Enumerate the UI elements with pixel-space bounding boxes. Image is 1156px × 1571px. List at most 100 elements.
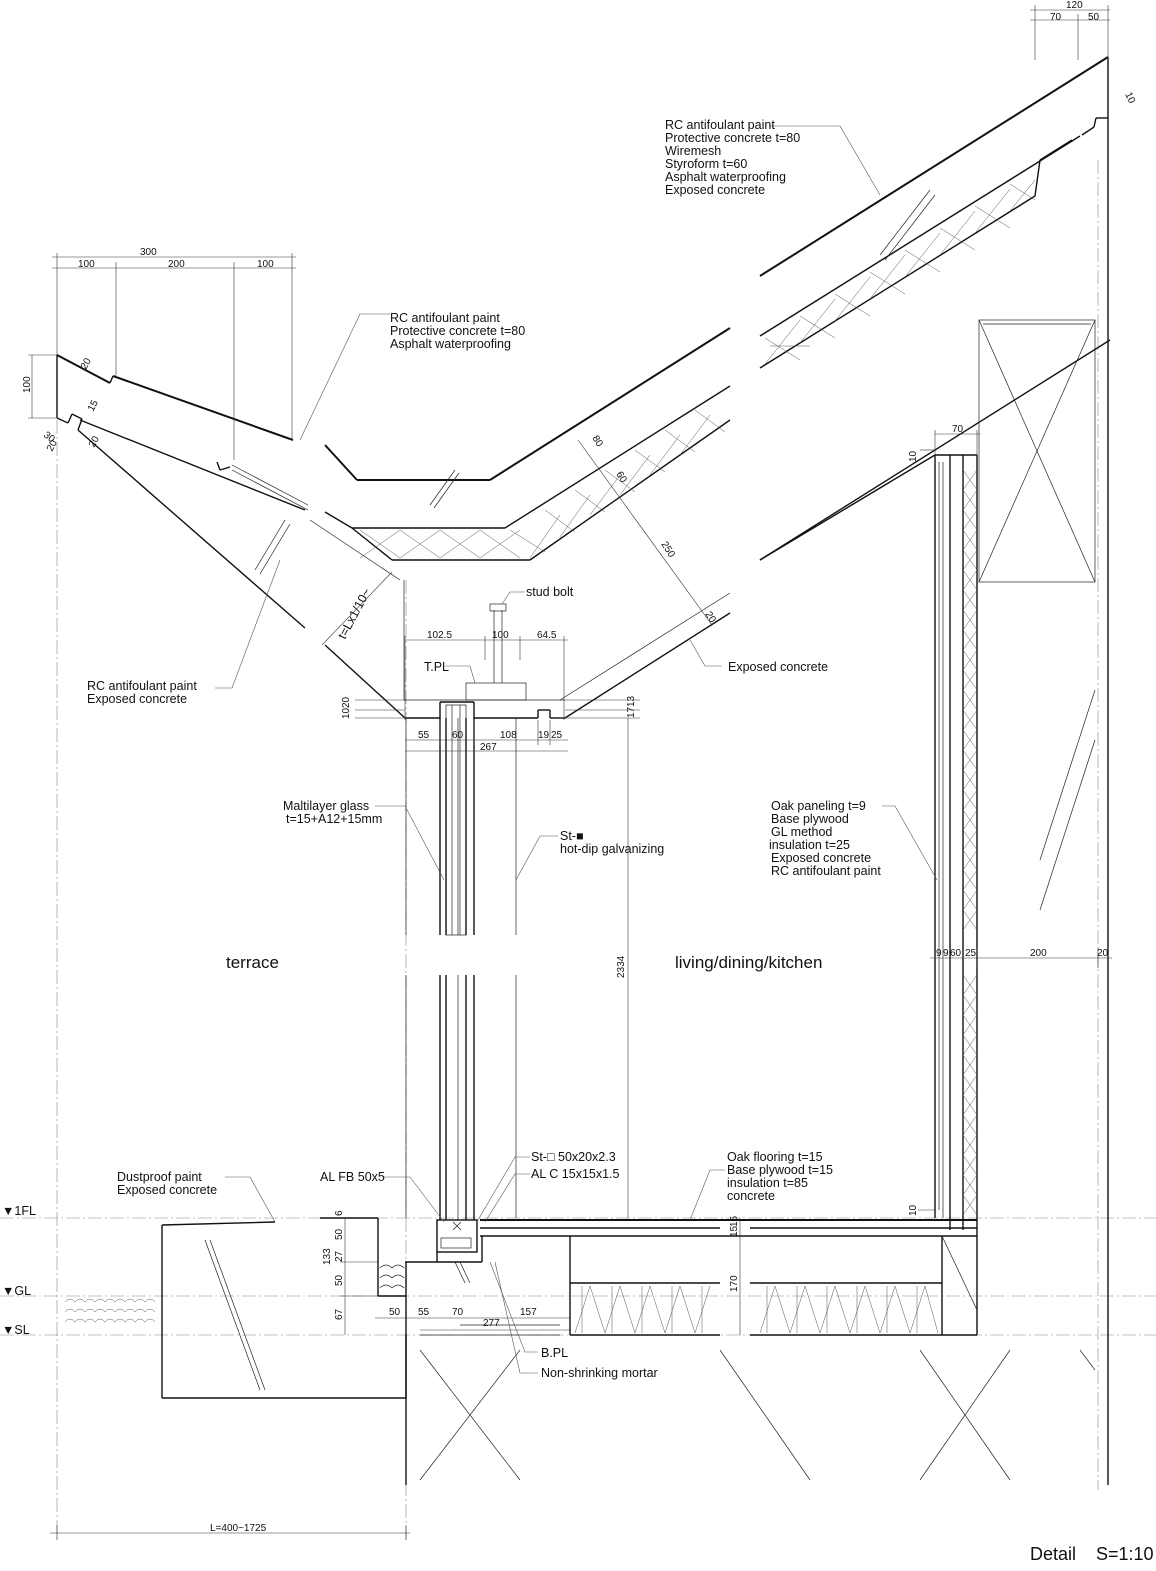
dim-text: 15	[729, 1225, 740, 1237]
wall-spec-line: GL method	[771, 825, 832, 839]
dim-text: 20	[87, 434, 102, 449]
mortar-label: Non-shrinking mortar	[541, 1366, 658, 1380]
dim-text: 157	[520, 1307, 537, 1318]
wall-spec-line: Oak paneling t=9	[771, 799, 866, 813]
room-label-living: living/dining/kitchen	[675, 953, 822, 972]
dim-text: 100	[257, 259, 274, 270]
terrace-step	[64, 1217, 407, 1399]
dim-text: 10	[908, 1204, 919, 1216]
bpl-label: B.PL	[541, 1346, 568, 1360]
floor-spec-line: Oak flooring t=15	[727, 1150, 823, 1164]
floor-spec-line: Base plywood t=15	[727, 1163, 833, 1177]
dimension-text: 120 70 50 10 300 100 200 100 100 20 15 3…	[22, 0, 1137, 1329]
steel-column-spec-line: St-■	[560, 829, 584, 843]
dim-text: 10	[908, 450, 919, 462]
wall-spec-line: RC antifoulant paint	[771, 864, 881, 878]
steel-column-spec-line: hot-dip galvanizing	[560, 842, 664, 856]
dim-text: 25	[551, 730, 563, 741]
dim-text: 9	[943, 948, 949, 959]
wall-right	[759, 319, 1096, 1335]
steel-column-spec: St-■ hot-dip galvanizing	[560, 829, 664, 856]
dim-text: 170	[729, 1275, 740, 1292]
dim-text: 267	[480, 742, 497, 753]
dim-text: 300	[140, 247, 157, 258]
roof-valley-spec-line: Protective concrete t=80	[390, 324, 525, 338]
wall-spec: Oak paneling t=9 Base plywood GL method …	[769, 799, 881, 878]
dim-text: 27	[334, 1250, 345, 1262]
dim-text: 60	[452, 730, 464, 741]
tpl-label: T.PL	[424, 660, 449, 674]
dim-text: 70	[1050, 12, 1062, 23]
roof-valley-spec: RC antifoulant paint Protective concrete…	[390, 311, 525, 351]
soffit-right-spec: Exposed concrete	[728, 660, 828, 674]
dim-text: 64.5	[537, 630, 557, 641]
dim-text: 120	[1066, 0, 1083, 11]
thickness-label: t=Lx1/10~	[335, 586, 373, 642]
drawing-title: Detail	[1030, 1544, 1076, 1564]
dim-text: 55	[418, 730, 430, 741]
length-label: L=400~1725	[210, 1523, 267, 1534]
floor-spec: Oak flooring t=15 Base plywood t=15 insu…	[727, 1150, 833, 1203]
roof-slab-valley	[324, 327, 731, 719]
leader-lines	[215, 125, 938, 1374]
dustproof-spec-line: Dustproof paint	[117, 1170, 202, 1184]
drawing-scale: S=1:10	[1096, 1544, 1154, 1564]
dim-text: 70	[452, 1307, 464, 1318]
dim-text: 50	[334, 1228, 345, 1240]
dim-text: 100	[22, 376, 33, 393]
room-label-terrace: terrace	[226, 953, 279, 972]
roof-valley-spec-line: Asphalt waterproofing	[390, 337, 511, 351]
dim-text: 19	[538, 730, 550, 741]
roof-top-spec-line: Exposed concrete	[665, 183, 765, 197]
sill-channel-label: AL C 15x15x1.5	[531, 1167, 620, 1181]
dim-text: 67	[334, 1308, 345, 1320]
roof-slab-right	[759, 56, 1111, 1485]
dim-text: 6	[334, 1210, 345, 1216]
level-fl: ▼1FL	[2, 1204, 36, 1218]
wall-spec-line: Base plywood	[771, 812, 849, 826]
roof-top-spec-line: Wiremesh	[665, 144, 721, 158]
dim-text: 2334	[616, 955, 627, 978]
dim-text: 100	[492, 630, 509, 641]
dim-text: 108	[500, 730, 517, 741]
soffit-left-spec-line: Exposed concrete	[87, 692, 187, 706]
dim-text: 15	[86, 398, 101, 413]
dim-text: 20	[79, 356, 94, 371]
dim-text: 10	[341, 707, 352, 719]
roof-top-spec-line: Asphalt waterproofing	[665, 170, 786, 184]
dim-text: 100	[78, 259, 95, 270]
dim-text: 17	[626, 706, 637, 718]
glass-spec-line: t=15+A12+15mm	[286, 812, 382, 826]
roof-top-spec-line: Protective concrete t=80	[665, 131, 800, 145]
dim-text: 13	[626, 695, 637, 707]
glass-and-column	[405, 718, 517, 1220]
level-sl: ▼SL	[2, 1323, 30, 1337]
dustproof-spec: Dustproof paint Exposed concrete	[117, 1170, 217, 1197]
dim-text: 20	[702, 610, 718, 626]
dim-text: 15	[729, 1215, 740, 1227]
dim-text: 50	[389, 1307, 401, 1318]
dim-text: 25	[965, 948, 977, 959]
dimension-lines	[28, 5, 1112, 1540]
roof-valley-spec-line: RC antifoulant paint	[390, 311, 500, 325]
dim-text: 80	[589, 434, 605, 450]
soffit-left-spec: RC antifoulant paint Exposed concrete	[87, 679, 197, 706]
dim-text: 200	[168, 259, 185, 270]
sill-steel-label: St-□ 50x20x2.3	[531, 1150, 616, 1164]
glass-spec-line: Maltilayer glass	[283, 799, 369, 813]
dim-text: 10	[1122, 91, 1137, 106]
beam-head	[324, 580, 565, 936]
soffit-left-spec-line: RC antifoulant paint	[87, 679, 197, 693]
dim-text: 50	[334, 1274, 345, 1286]
dim-text: 20	[45, 438, 60, 453]
floor-spec-line: concrete	[727, 1189, 775, 1203]
roof-top-spec: RC antifoulant paint Protective concrete…	[665, 118, 800, 197]
dim-text: 70	[952, 424, 964, 435]
dim-text: 102.5	[427, 630, 452, 641]
dim-text: 9	[936, 948, 942, 959]
dim-text: 60	[950, 948, 962, 959]
level-gl: ▼GL	[2, 1284, 31, 1298]
roof-top-spec-line: Styroform t=60	[665, 157, 747, 171]
dim-text: 55	[418, 1307, 430, 1318]
dim-text: 277	[483, 1318, 500, 1329]
